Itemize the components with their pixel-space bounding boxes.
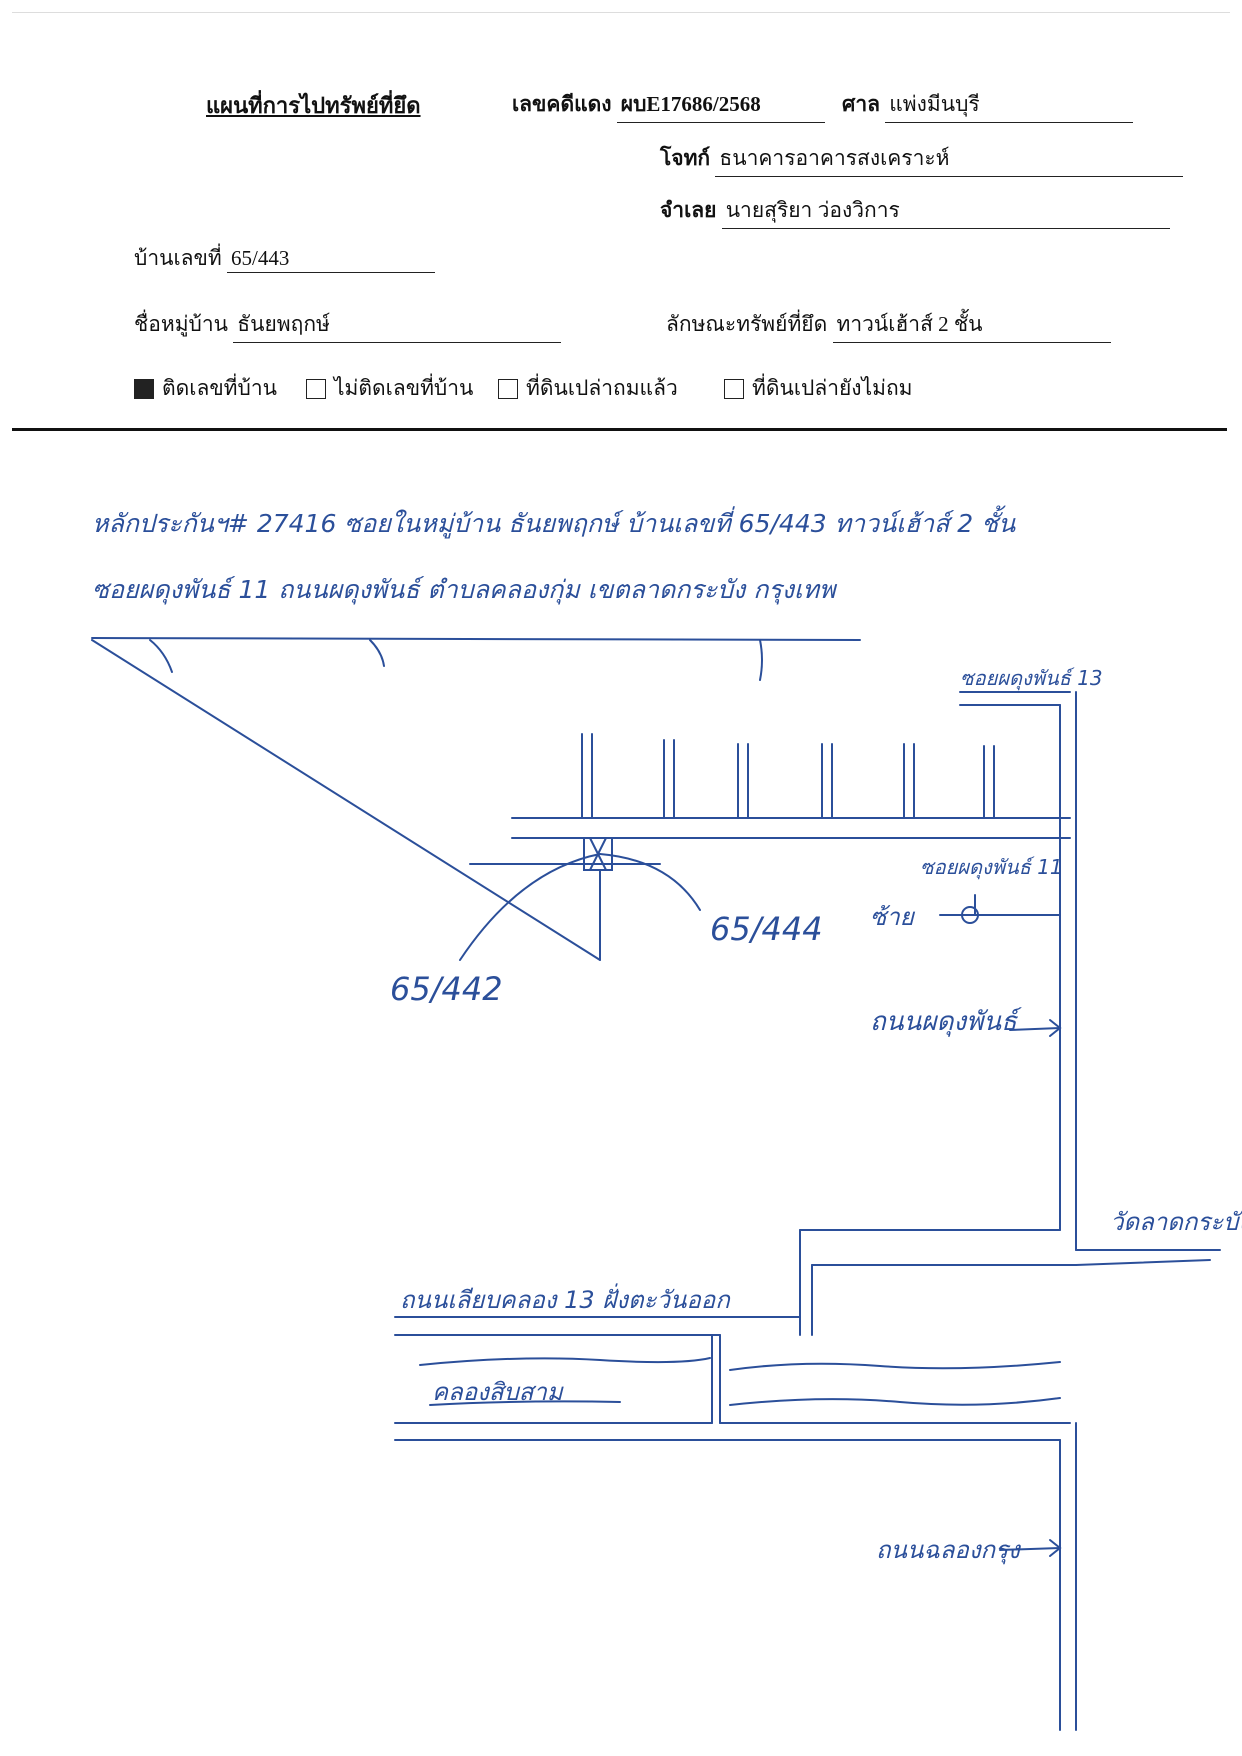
court-value: แพ่งมีนบุรี <box>885 88 1134 123</box>
arc-to-444 <box>599 853 701 911</box>
court-field: ศาล แพ่งมีนบุรี <box>842 88 1134 123</box>
checkbox-vacant-filled-box[interactable] <box>498 378 518 399</box>
checkbox-vacant-filled-label: ที่ดินเปล่าถมแล้ว <box>526 376 678 400</box>
label-area: วัดลาดกระบัง <box>1110 1208 1242 1236</box>
label-main-road: ถนนผดุงพันธ์ <box>870 1007 1022 1037</box>
header-divider <box>12 428 1227 431</box>
checkbox-vacant-unfilled[interactable]: ที่ดินเปล่ายังไม่ถม <box>724 372 913 405</box>
label-house-444: 65/444 <box>710 910 823 948</box>
defendant-field: จำเลย นายสุริยา ว่องวิการ <box>660 194 1170 229</box>
village-field: ชื่อหมู่บ้าน ธันยพฤกษ์ <box>134 308 562 343</box>
plaintiff-field: โจทก์ ธนาคารอาคารสงเคราะห์ <box>660 142 1184 177</box>
house-number-value: 65/443 <box>226 246 435 273</box>
village-value: ธันยพฤกษ์ <box>233 308 562 343</box>
canal-water-1 <box>419 1357 711 1366</box>
case-number-label: เลขคดีแดง <box>512 92 612 116</box>
sketch-map: หลักประกันฯ# 27416 ซอยในหมู่บ้าน ธันยพฤก… <box>91 505 1242 1731</box>
underline-tick-2 <box>369 639 385 667</box>
case-number-field: เลขคดีแดง ผบE17686/2568 <box>512 88 825 123</box>
pointer-line <box>91 639 601 961</box>
property-type-label: ลักษณะทรัพย์ที่ยึด <box>666 312 828 336</box>
defendant-label: จำเลย <box>660 198 717 222</box>
label-canal-road: ถนนเลียบคลอง 13 ฝั่งตะวันออก <box>400 1283 731 1314</box>
checkbox-no-house-number-label: ไม่ติดเลขที่บ้าน <box>334 376 474 400</box>
underline-tick-3 <box>759 639 763 681</box>
checkbox-no-house-number[interactable]: ไม่ติดเลขที่บ้าน <box>306 372 473 405</box>
arc-to-442 <box>459 853 601 961</box>
underline-tick-1 <box>149 639 173 673</box>
house-number-label: บ้านเลขที่ <box>134 246 222 270</box>
label-soi-11: ซอยผดุงพันธ์ 11 <box>920 855 1063 880</box>
header-row-1: แผนที่การไปทรัพย์ที่ยึด <box>206 88 421 123</box>
property-type-value: ทาวน์เฮ้าส์ 2 ชั้น <box>832 308 1111 343</box>
form-title: แผนที่การไปทรัพย์ที่ยึด <box>206 93 421 118</box>
address-underline <box>91 637 861 641</box>
label-house-442: 65/442 <box>390 970 503 1008</box>
label-canal: คลองสิบสาม <box>432 1378 564 1406</box>
label-soi-13: ซอยผดุงพันธ์ 13 <box>960 666 1103 691</box>
page-top-edge <box>12 12 1230 13</box>
court-label: ศาล <box>842 92 880 116</box>
checkbox-house-number-box[interactable] <box>134 378 154 399</box>
defendant-value: นายสุริยา ว่องวิการ <box>721 194 1170 229</box>
plaintiff-value: ธนาคารอาคารสงเคราะห์ <box>715 142 1184 177</box>
checkbox-vacant-unfilled-label: ที่ดินเปล่ายังไม่ถม <box>752 376 913 400</box>
checkbox-vacant-unfilled-box[interactable] <box>724 378 744 399</box>
checkbox-no-house-number-box[interactable] <box>306 378 326 399</box>
label-bottom-road: ถนนฉลองกรุง <box>876 1536 1022 1565</box>
sketch-address-line-2: ซอยผดุงพันธ์ 11 ถนนผดุงพันธ์ ตำบลคลองกุ่… <box>92 575 838 605</box>
checkbox-house-number-label: ติดเลขที่บ้าน <box>162 376 277 400</box>
label-direction: ซ้าย <box>870 903 916 931</box>
checkbox-house-number[interactable]: ติดเลขที่บ้าน <box>134 372 277 405</box>
checkbox-vacant-filled[interactable]: ที่ดินเปล่าถมแล้ว <box>498 372 678 405</box>
case-number-value: ผบE17686/2568 <box>616 88 825 123</box>
house-number-field: บ้านเลขที่ 65/443 <box>134 242 435 275</box>
plaintiff-label: โจทก์ <box>660 146 711 170</box>
sketch-address-line-1: หลักประกันฯ# 27416 ซอยในหมู่บ้าน ธันยพฤก… <box>92 505 1016 539</box>
village-label: ชื่อหมู่บ้าน <box>134 312 229 336</box>
target-house-marker <box>583 837 613 871</box>
property-type-field: ลักษณะทรัพย์ที่ยึด ทาวน์เฮ้าส์ 2 ชั้น <box>666 308 1111 343</box>
